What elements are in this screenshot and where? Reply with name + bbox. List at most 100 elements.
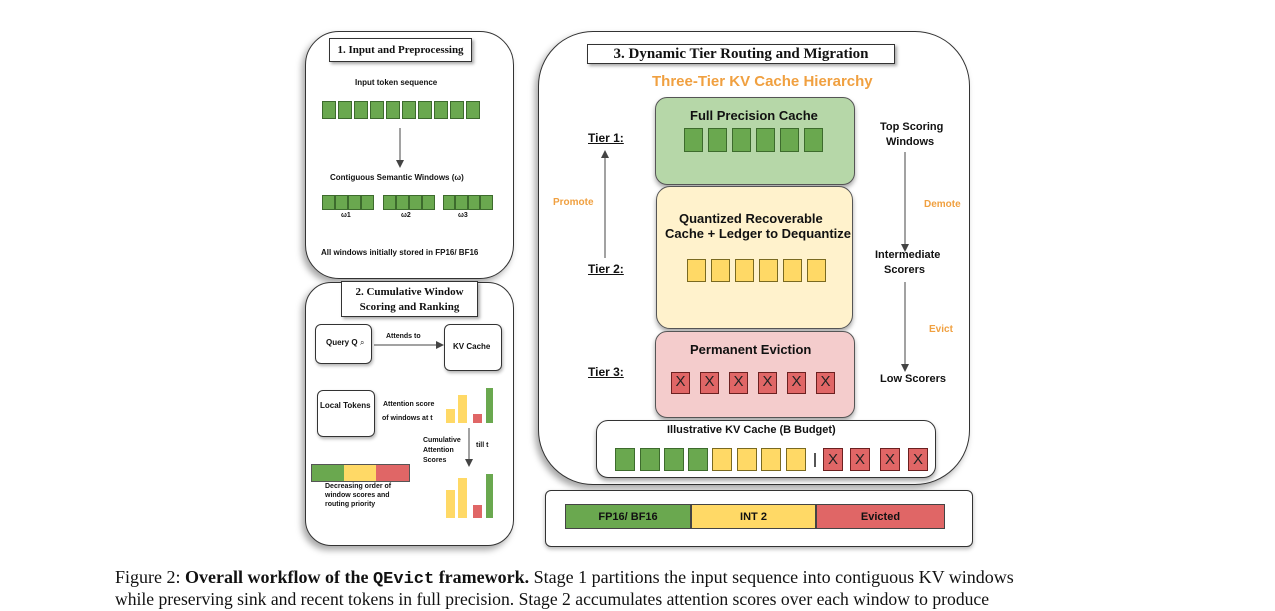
evicted-token: X [823, 448, 843, 471]
token [804, 128, 823, 152]
local-tokens-box: Local Tokens [317, 390, 375, 437]
tier3-label: Tier 3: [588, 365, 624, 379]
token [409, 195, 422, 210]
token [335, 195, 348, 210]
bar-green [486, 474, 493, 518]
token [687, 259, 706, 282]
bar-red [473, 505, 482, 518]
token [708, 128, 727, 152]
query-box: Query Q ⌕ [315, 324, 372, 364]
full-precision-title: Full Precision Cache [690, 108, 818, 123]
token [712, 448, 732, 471]
caption-prefix: Figure 2: [115, 567, 185, 587]
stage1-title: 1. Input and Preprocessing [329, 38, 472, 62]
token [688, 448, 708, 471]
intermediate-1: Intermediate [875, 249, 941, 261]
tier1-label: Tier 1: [588, 131, 624, 145]
cumulative-label-3: Scores [423, 457, 447, 464]
evicted-token: X [700, 372, 719, 394]
window-2 [383, 195, 435, 210]
tier2-label: Tier 2: [588, 262, 624, 276]
evicted-token: X [908, 448, 928, 471]
token [480, 195, 493, 210]
token [737, 448, 757, 471]
token [735, 259, 754, 282]
intermediate-2: Scorers [884, 264, 925, 276]
right-arrow-icon [374, 341, 444, 349]
token [322, 101, 336, 119]
cumulative-bars [446, 474, 496, 518]
token [783, 259, 802, 282]
attends-to-label: Attends to [386, 333, 421, 340]
stage2-title-line1: 2. Cumulative Window [355, 286, 464, 298]
attention-label-1: Attention score [383, 401, 435, 408]
stage3-title: 3. Dynamic Tier Routing and Migration [587, 44, 895, 64]
token [443, 195, 455, 210]
caption-bold1: Overall workflow of the [185, 567, 373, 587]
window-3 [443, 195, 493, 210]
down-arrow-icon [465, 428, 473, 467]
token [450, 101, 464, 119]
token [468, 195, 480, 210]
token [422, 195, 435, 210]
evicted-token: X [671, 372, 690, 394]
bar-yellow [458, 478, 467, 518]
token [361, 195, 374, 210]
legend-int2: INT 2 [691, 504, 816, 529]
token [756, 128, 775, 152]
evicted-token: X [787, 372, 806, 394]
token [402, 101, 416, 119]
magnifier-icon: ⌕ [360, 338, 365, 347]
tier1-box: Full Precision Cache [655, 97, 855, 185]
legend-evicted: Evicted [816, 504, 945, 529]
token [711, 259, 730, 282]
stage2-title-line2: Scoring and Ranking [359, 301, 460, 313]
eviction-title: Permanent Eviction [690, 342, 812, 357]
promote-label: Promote [553, 197, 594, 208]
input-token-label: Input token sequence [355, 78, 438, 87]
token [732, 128, 751, 152]
evicted-token: X [850, 448, 870, 471]
order-label-1: Decreasing order of [325, 483, 392, 490]
quantized-title-1: Quantized Recoverable [679, 211, 823, 226]
token [396, 195, 409, 210]
token [684, 128, 703, 152]
promote-arrow-icon [601, 150, 609, 258]
token [780, 128, 799, 152]
kv-cache-label: KV Cache [453, 342, 491, 351]
top-scoring-1: Top Scoring [880, 121, 944, 133]
strip-yellow [344, 465, 376, 481]
local-tokens-label: Local Tokens [320, 401, 371, 410]
token [386, 101, 400, 119]
legend-box: FP16/ BF16 INT 2 Evicted [545, 490, 973, 547]
token [807, 259, 826, 282]
window-1 [322, 195, 374, 210]
token [370, 101, 384, 119]
legend-fp16: FP16/ BF16 [565, 504, 691, 529]
token [466, 101, 480, 119]
token [322, 195, 335, 210]
bar-yellow [446, 490, 455, 518]
window-name-1: ω1 [341, 212, 351, 219]
token [348, 195, 361, 210]
figure-caption-line2: while preserving sink and recent tokens … [115, 589, 990, 609]
token [434, 101, 448, 119]
bar-green2 [486, 388, 493, 423]
caption-bold2: framework. [434, 567, 530, 587]
illustrative-cache-box: Illustrative KV Cache (B Budget) X X X X [596, 420, 936, 478]
caption-rest: Stage 1 partitions the input sequence in… [529, 567, 1014, 587]
token [786, 448, 806, 471]
attention-bars [446, 388, 496, 423]
token [761, 448, 781, 471]
evict-label: Evict [929, 324, 953, 335]
token [418, 101, 432, 119]
tier2-box: Quantized Recoverable Cache + Ledger to … [656, 186, 853, 329]
caption-code: QEvict [372, 570, 435, 589]
stage1-panel [305, 31, 514, 279]
illustrative-title: Illustrative KV Cache (B Budget) [667, 424, 836, 436]
token [759, 259, 778, 282]
order-label-2: window scores and [325, 492, 390, 499]
kv-cache-box: KV Cache [444, 324, 502, 371]
window-name-2: ω2 [401, 212, 411, 219]
top-scoring-2: Windows [886, 136, 935, 148]
